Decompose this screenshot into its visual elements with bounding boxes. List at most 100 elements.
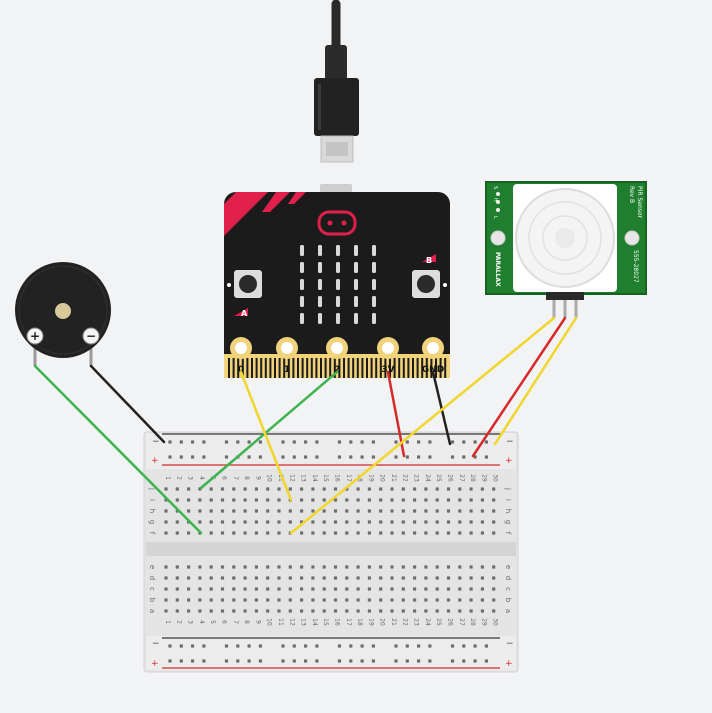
breadboard-hole[interactable] [209,509,213,513]
breadboard-hole[interactable] [417,644,421,648]
breadboard-hole[interactable] [300,609,304,613]
breadboard-hole[interactable] [220,587,225,591]
breadboard-hole[interactable] [345,609,349,613]
breadboard-hole[interactable] [304,440,308,444]
breadboard-hole[interactable] [187,509,191,513]
breadboard-hole[interactable] [413,576,417,580]
breadboard-hole[interactable] [356,598,360,602]
pin-gnd[interactable]: GND [422,337,444,375]
breadboard-hole[interactable] [417,455,421,459]
breadboard-hole[interactable] [435,520,439,524]
breadboard-hole[interactable] [232,598,236,602]
breadboard-hole[interactable] [469,587,473,591]
breadboard-hole[interactable] [247,440,251,444]
breadboard-hole[interactable] [232,520,236,524]
breadboard-hole[interactable] [258,659,262,663]
wires[interactable] [33,316,578,535]
wire-pir-gnd[interactable] [493,316,578,446]
breadboard-hole[interactable] [345,587,349,591]
breadboard-hole[interactable] [209,576,213,580]
breadboard-hole[interactable] [469,565,473,569]
breadboard-hole[interactable] [356,565,360,569]
breadboard-hole[interactable] [450,659,455,663]
breadboard-hole[interactable] [243,520,247,524]
breadboard-hole[interactable] [473,440,477,444]
breadboard-hole[interactable] [394,644,398,648]
breadboard-hole[interactable] [473,659,477,663]
breadboard-hole[interactable] [424,509,428,513]
breadboard-hole[interactable] [191,659,195,663]
breadboard-hole[interactable] [379,531,383,535]
breadboard-hole[interactable] [191,440,195,444]
breadboard-hole[interactable] [266,509,270,513]
breadboard-hole[interactable] [458,565,462,569]
breadboard-hole[interactable] [288,487,292,491]
breadboard-hole[interactable] [401,598,405,602]
breadboard-hole[interactable] [288,576,292,580]
wire-pir-signal[interactable] [289,316,556,535]
breadboard-hole[interactable] [311,487,315,491]
breadboard-hole[interactable] [480,509,484,513]
breadboard-hole[interactable] [492,520,496,524]
breadboard-hole[interactable] [367,587,371,591]
breadboard-hole[interactable] [390,565,394,569]
breadboard-hole[interactable] [379,565,383,569]
breadboard-hole[interactable] [322,587,326,591]
breadboard-hole[interactable] [435,509,439,513]
breadboard-hole[interactable] [480,565,484,569]
breadboard-hole[interactable] [462,455,466,459]
breadboard-hole[interactable] [175,576,179,580]
breadboard-hole[interactable] [277,598,281,602]
breadboard-hole[interactable] [401,487,405,491]
breadboard-hole[interactable] [379,520,383,524]
breadboard-hole[interactable] [424,531,428,535]
breadboard-hole[interactable] [209,520,213,524]
breadboard-hole[interactable] [243,509,247,513]
breadboard-hole[interactable] [258,440,262,444]
breadboard-hole[interactable] [232,587,236,591]
breadboard-hole[interactable] [277,487,281,491]
breadboard-hole[interactable] [168,659,172,663]
breadboard-hole[interactable] [401,531,405,535]
breadboard-hole[interactable] [288,565,292,569]
breadboard-hole[interactable] [356,509,360,513]
breadboard-hole[interactable] [469,576,473,580]
wire-gnd[interactable] [431,370,452,446]
breadboard-hole[interactable] [311,531,315,535]
breadboard-hole[interactable] [367,598,371,602]
breadboard-hole[interactable] [356,487,360,491]
breadboard-hole[interactable] [371,659,375,663]
breadboard-hole[interactable] [446,587,451,591]
breadboard-hole[interactable] [424,520,428,524]
breadboard-hole[interactable] [179,440,183,444]
breadboard-hole[interactable] [292,659,296,663]
breadboard-hole[interactable] [484,659,488,663]
breadboard-hole[interactable] [220,598,225,602]
breadboard-hole[interactable] [458,609,462,613]
breadboard-hole[interactable] [367,509,371,513]
breadboard-hole[interactable] [322,531,326,535]
breadboard-hole[interactable] [198,520,202,524]
breadboard-hole[interactable] [288,598,292,602]
breadboard-hole[interactable] [333,520,338,524]
pin-1[interactable]: 1 [276,337,298,375]
breadboard-hole[interactable] [349,455,353,459]
breadboard-hole[interactable] [492,609,496,613]
breadboard-hole[interactable] [281,440,285,444]
breadboard-hole[interactable] [209,531,213,535]
breadboard-hole[interactable] [367,487,371,491]
breadboard-hole[interactable] [315,644,319,648]
breadboard-hole[interactable] [337,440,342,444]
breadboard-hole[interactable] [277,520,281,524]
breadboard-hole[interactable] [164,565,168,569]
breadboard-hole[interactable] [435,531,439,535]
breadboard-hole[interactable] [333,509,338,513]
breadboard-hole[interactable] [469,598,473,602]
breadboard-hole[interactable] [220,609,225,613]
breadboard-hole[interactable] [424,609,428,613]
breadboard-hole[interactable] [458,576,462,580]
breadboard-hole[interactable] [322,509,326,513]
breadboard-hole[interactable] [446,598,451,602]
breadboard-hole[interactable] [345,520,349,524]
microbit-board[interactable]: A B 0 1 2 3V GND [224,184,450,378]
